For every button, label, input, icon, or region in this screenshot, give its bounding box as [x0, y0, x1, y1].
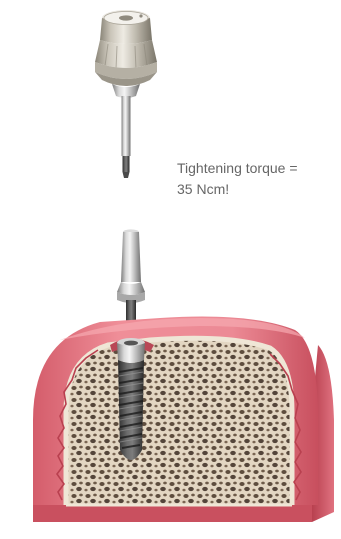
torque-driver-icon: [95, 10, 157, 178]
torque-annotation-line-1: Tightening torque =: [177, 158, 337, 179]
jaw-cross-section-icon: [33, 317, 334, 523]
torque-annotation: Tightening torque = 35 Ncm!: [177, 158, 337, 200]
torque-annotation-line-2: 35 Ncm!: [177, 179, 337, 200]
abutment-icon: [117, 229, 145, 330]
